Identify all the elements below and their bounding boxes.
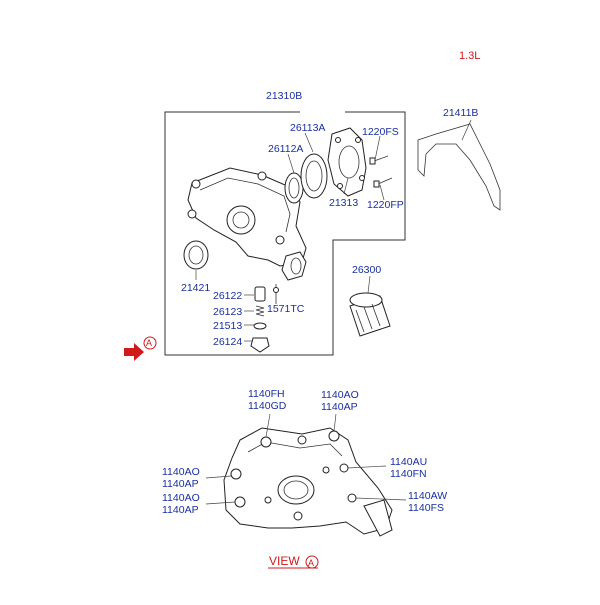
label-1140fn: 1140FN <box>390 468 427 480</box>
label-1140aw: 1140AW <box>408 490 448 502</box>
label-1140fs: 1140FS <box>408 502 444 514</box>
view-a-housing <box>223 427 393 537</box>
gear-ring-26112a <box>284 172 304 204</box>
label-1140ap-top: 1140AP <box>321 401 358 413</box>
label-1140gd: 1140GD <box>248 400 287 412</box>
label-1140ao-top: 1140AO <box>321 389 359 401</box>
engine-label: 1.3L <box>459 50 481 62</box>
label-26123: 26123 <box>213 306 243 318</box>
gear-ring-26113a <box>300 153 328 199</box>
label-21513: 21513 <box>213 320 243 332</box>
oil-filter-26300 <box>349 292 391 337</box>
label-21313: 21313 <box>329 197 359 209</box>
screws-1220 <box>369 155 393 188</box>
relief-valve-parts <box>250 284 279 353</box>
label-1140ao-left-upper: 1140AO <box>162 466 200 478</box>
oil-seal-21421 <box>183 240 209 270</box>
view-leader-lines <box>205 413 407 505</box>
label-1220fp: 1220FP <box>367 199 404 211</box>
label-26113a: 26113A <box>290 122 326 134</box>
label-1140au: 1140AU <box>390 456 428 468</box>
label-1140fh: 1140FH <box>248 388 285 400</box>
leader-lines <box>195 119 472 342</box>
cover-plate-21313 <box>327 127 367 197</box>
label-1140ap-left-lower: 1140AP <box>162 504 199 516</box>
oil-pump-housing <box>187 167 307 281</box>
label-1140ap-left-upper: 1140AP <box>162 478 199 490</box>
view-a-marker: A <box>146 338 153 348</box>
view-caption-circle <box>305 555 319 569</box>
view-a-arrow <box>124 336 157 361</box>
label-21310b: 21310B <box>266 90 303 102</box>
gasket-21411b <box>417 123 501 211</box>
label-21411b: 21411B <box>443 107 479 119</box>
label-26112a: 26112A <box>268 143 304 155</box>
label-1571tc: 1571TC <box>267 303 305 315</box>
label-26122: 26122 <box>213 290 243 302</box>
label-1220fs: 1220FS <box>362 126 399 138</box>
view-caption: VIEW <box>269 554 300 568</box>
label-1140ao-left-lower: 1140AO <box>162 492 200 504</box>
label-21421: 21421 <box>181 282 211 294</box>
label-26300: 26300 <box>352 264 382 276</box>
assembly-box <box>164 111 406 356</box>
label-26124: 26124 <box>213 336 243 348</box>
view-caption-marker: A <box>308 558 315 568</box>
